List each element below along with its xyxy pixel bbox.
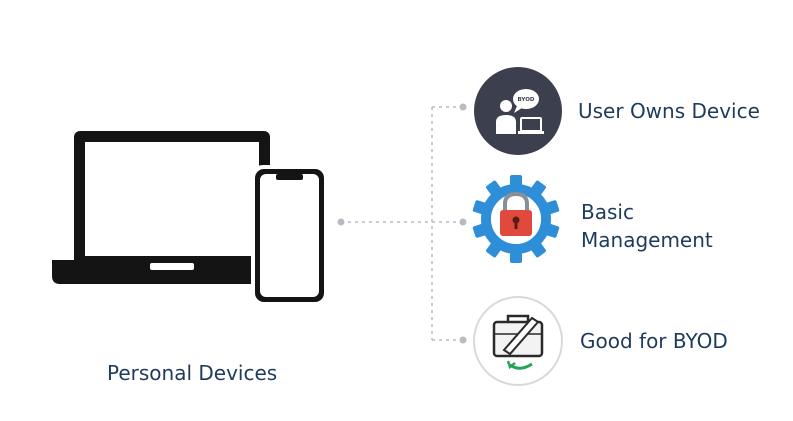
gear-tooth <box>472 200 487 215</box>
user-with-laptop-icon: BYOD <box>474 67 562 155</box>
gear-tooth <box>530 242 546 258</box>
gear-teeth <box>472 175 560 263</box>
good-for-byod-label: Good for BYOD <box>580 329 728 353</box>
connector-lines <box>341 106 463 341</box>
connector-dots <box>337 103 467 344</box>
gear-tooth <box>510 175 522 187</box>
gear-tooth <box>510 251 522 263</box>
gear-tooth <box>530 180 546 196</box>
user-owns-device-label: User Owns Device <box>578 99 760 123</box>
gear-tooth <box>472 223 487 238</box>
basic-management-label: Basic Management <box>581 198 713 254</box>
basic-management-line1: Basic <box>581 200 634 224</box>
personal-devices-label: Personal Devices <box>107 361 278 385</box>
briefcase-icon <box>473 296 563 386</box>
laptop-icon <box>52 131 270 284</box>
gear-lock-icon <box>472 175 560 263</box>
gear-tooth <box>545 200 560 215</box>
gear-tooth <box>486 180 502 196</box>
smartphone-icon <box>251 165 328 306</box>
byod-badge-text: BYOD <box>518 97 535 103</box>
gear-tooth <box>486 242 502 258</box>
basic-management-line2: Management <box>581 228 713 252</box>
gear-tooth <box>545 223 560 238</box>
